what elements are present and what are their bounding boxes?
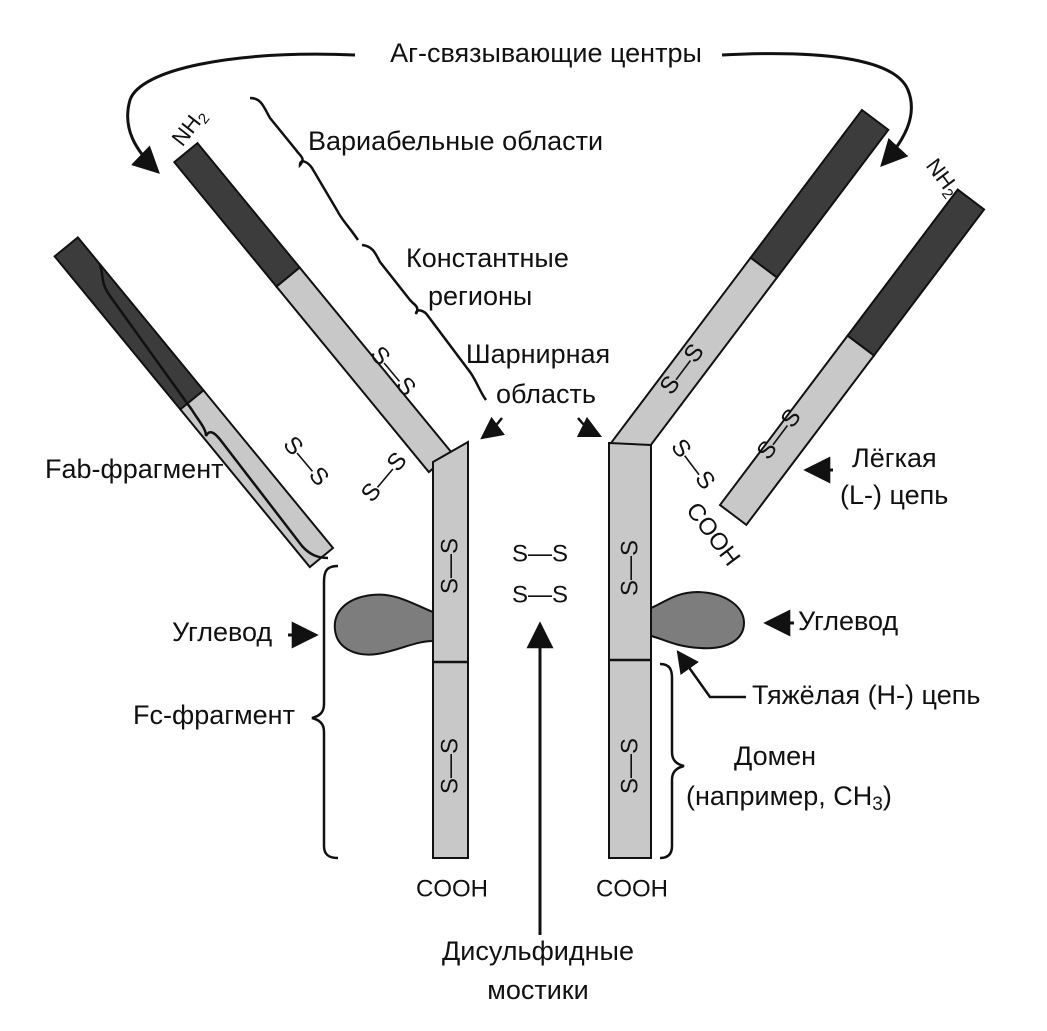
ss-center-lower: S—S xyxy=(512,581,568,608)
disulfide-label-2: мостики xyxy=(487,975,588,1005)
nh2-left-label: NH2 xyxy=(166,103,213,152)
ss-center-upper: S—S xyxy=(512,540,568,567)
heavy-chain-pointer xyxy=(676,650,746,699)
ss-right-stem-upper: S—S xyxy=(616,540,643,596)
hinge-arrow-right xyxy=(576,416,603,438)
cooh-left-label: COOH xyxy=(416,875,488,902)
ag-centers-label: Аг-связывающие центры xyxy=(390,38,702,68)
ss-right-interchain: S—S xyxy=(665,434,720,495)
left-heavy-variable xyxy=(172,141,302,288)
domain-label-1: Домен xyxy=(734,741,816,771)
variable-regions-label: Вариабельные области xyxy=(308,126,603,156)
right-carbohydrate xyxy=(650,590,746,650)
ss-left-interchain: S—S xyxy=(356,447,413,507)
domain-label-2: (например, CH3) xyxy=(686,781,892,815)
ss-left-stem-lower: S—S xyxy=(436,738,463,794)
left-carbohydrate xyxy=(333,593,434,656)
right-light-constant xyxy=(718,334,876,527)
fc-label: Fc-фрагмент xyxy=(133,700,295,730)
hinge-label-2: область xyxy=(496,379,596,409)
carb-left-label: Углевод xyxy=(172,617,272,647)
right-heavy-variable xyxy=(749,108,890,279)
disulfide-label-1: Дисульфидные xyxy=(442,936,634,966)
left-heavy-stem xyxy=(432,440,469,859)
constant-brace xyxy=(361,243,488,401)
constant-regions-label-1: Константные xyxy=(406,243,569,273)
hinge-label-1: Шарнирная xyxy=(466,339,610,369)
fab-label: Fab-фрагмент xyxy=(45,454,223,484)
hinge-arrow-left xyxy=(480,416,505,440)
right-light-variable xyxy=(846,188,986,357)
ss-left-light-arm: S—S xyxy=(278,431,335,491)
cooh-right-label: COOH xyxy=(596,875,668,902)
light-chain-label-1: Лёгкая xyxy=(852,443,937,473)
ss-right-stem-lower: S—S xyxy=(616,738,643,794)
domain-brace xyxy=(659,662,685,860)
heavy-chain-label: Тяжёлая (H-) цепь xyxy=(752,680,980,710)
carb-right-label: Углевод xyxy=(798,606,898,636)
ag-arrow-right xyxy=(721,52,913,167)
ag-arrow-left xyxy=(126,52,356,174)
ss-left-stem-upper: S—S xyxy=(436,538,463,594)
constant-regions-label-2: регионы xyxy=(428,281,532,311)
right-light-chain xyxy=(718,188,986,527)
right-heavy-stem xyxy=(608,441,652,859)
light-chain-label-2: (L-) цепь xyxy=(840,480,948,510)
right-heavy-arm xyxy=(609,108,890,465)
variable-brace xyxy=(249,96,360,241)
fab-brace xyxy=(98,264,329,560)
fc-brace xyxy=(311,564,339,860)
